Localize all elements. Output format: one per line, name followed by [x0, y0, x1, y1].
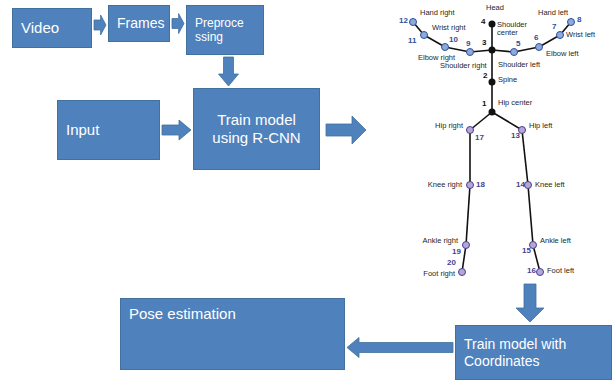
callout-number: 7 — [552, 23, 556, 32]
joint-label: Head — [486, 4, 504, 12]
callout-number: 20 — [447, 259, 456, 268]
leg-joints — [459, 127, 544, 276]
skeleton-bones — [413, 22, 571, 272]
output-box: Pose estimation — [120, 298, 345, 370]
box-text: Frames — [117, 15, 164, 32]
process-box: Frames — [108, 5, 170, 42]
callout-number: 8 — [577, 16, 581, 25]
callout-number: 11 — [408, 37, 416, 46]
joint-label: Wrist left — [566, 31, 595, 39]
callout-number: 16 — [527, 267, 536, 276]
box-text: Train model with Coordinates — [464, 336, 603, 370]
flow-arrow — [326, 116, 544, 322]
callout-number: 10 — [449, 36, 458, 45]
callout-number: 2 — [483, 72, 487, 81]
flow-arrow — [94, 15, 106, 35]
callout-number: 17 — [475, 134, 484, 143]
spine-joints — [489, 21, 496, 116]
joint-label: Hip center — [498, 99, 532, 107]
callout-number: 14 — [516, 181, 525, 190]
joint-label: Shoulder left — [498, 61, 540, 69]
joint-label: Wrist right — [432, 24, 466, 32]
joint-label: Elbow left — [546, 50, 579, 58]
callout-number: 9 — [466, 40, 470, 49]
joint-label: Ankle left — [540, 237, 571, 245]
joint-label: Hand left — [538, 9, 568, 17]
input-box: Input — [57, 100, 160, 160]
box-text: Pose estimation — [129, 305, 236, 323]
process-box: Preproce ssing — [186, 5, 264, 55]
callout-number: 19 — [452, 248, 461, 257]
flow-arrow — [347, 338, 453, 358]
joint-label: Foot left — [547, 267, 574, 275]
box-text: Preproce ssing — [195, 16, 255, 45]
callout-number: 15 — [522, 247, 531, 256]
callout-number: 3 — [482, 39, 486, 48]
box-text: Input — [66, 121, 99, 139]
callout-number: 12 — [399, 17, 408, 26]
joint-label: Spine — [498, 76, 517, 84]
process-box: Train model using R-CNN — [193, 88, 320, 170]
joint-label: Shoulder right — [440, 62, 487, 70]
box-text: Train model using R-CNN — [202, 111, 311, 147]
process-box: Video — [12, 8, 92, 48]
joint-label: Hand right — [420, 9, 455, 17]
flow-arrow — [219, 57, 239, 86]
callout-number: 6 — [534, 34, 538, 43]
callout-number: 4 — [481, 18, 485, 27]
callout-number: 5 — [516, 40, 520, 49]
callout-number: 1 — [482, 100, 486, 109]
joint-label: Hip right — [435, 122, 463, 130]
process-box: Train model with Coordinates — [455, 325, 612, 380]
box-text: Video — [21, 19, 59, 37]
joint-label: Elbow right — [418, 54, 455, 62]
flow-arrow — [162, 120, 191, 140]
joint-label: Knee right — [428, 181, 462, 189]
joint-label: Knee left — [535, 181, 565, 189]
callout-number: 13 — [511, 132, 520, 141]
joint-label: Hip left — [529, 122, 552, 130]
flow-arrow — [172, 14, 184, 34]
joint-label: Foot right — [423, 270, 455, 278]
joint-label: Shoulder center — [497, 21, 531, 38]
joint-label: Ankle right — [423, 237, 458, 245]
callout-number: 18 — [476, 181, 485, 190]
